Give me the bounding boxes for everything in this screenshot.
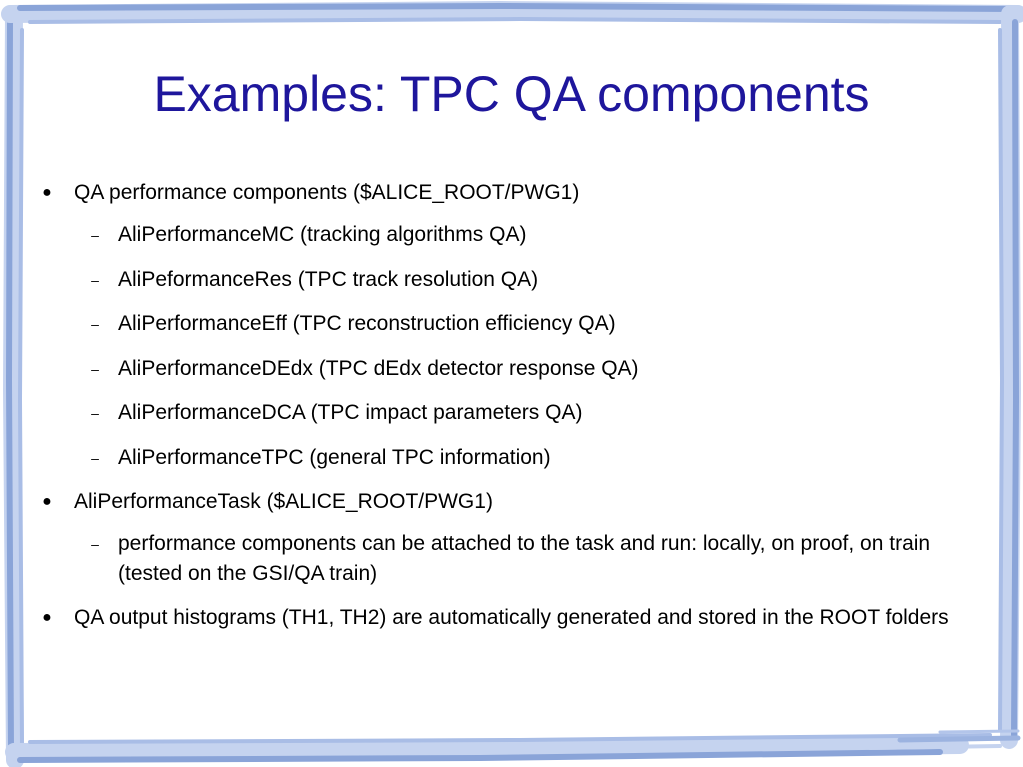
sub-bullet-text: AliPerformanceDCA (TPC impact parameters…	[118, 401, 583, 424]
dash-icon: –	[91, 360, 99, 377]
slide-content: ● QA performance components ($ALICE_ROOT…	[38, 178, 968, 633]
sub-bullet-text: performance components can be attached t…	[118, 531, 931, 585]
sub-bullet-item: – AliPerformanceMC (tracking algorithms …	[38, 220, 968, 250]
dash-icon: –	[91, 449, 99, 466]
sub-bullet-item: – AliPeformanceRes (TPC track resolution…	[38, 265, 968, 295]
sub-bullet-text: AliPerformanceDEdx (TPC dEdx detector re…	[118, 356, 639, 380]
bullet-item: ● AliPerformanceTask ($ALICE_ROOT/PWG1)	[38, 487, 968, 517]
sub-bullet-item: – AliPerformanceDCA (TPC impact paramete…	[38, 398, 968, 428]
sub-bullet-item: – performance components can be attached…	[38, 529, 968, 589]
bullet-item: ● QA performance components ($ALICE_ROOT…	[38, 178, 968, 208]
dash-icon: –	[91, 316, 99, 332]
sub-bullet-text: AliPerformanceTPC (general TPC informati…	[118, 445, 551, 469]
slide-title: Examples: TPC QA components	[153, 66, 870, 122]
bullet-dot-icon: ●	[42, 608, 52, 626]
dash-icon: –	[91, 405, 99, 421]
sub-bullet-item: – AliPerformanceEff (TPC reconstruction …	[38, 309, 968, 339]
sub-bullet-item: – AliPerformanceDEdx (TPC dEdx detector …	[38, 354, 968, 384]
bullet-text: AliPerformanceTask ($ALICE_ROOT/PWG1)	[74, 489, 493, 513]
bullet-dot-icon: ●	[42, 184, 52, 201]
sub-bullet-item: – AliPerformanceTPC (general TPC informa…	[38, 443, 968, 473]
sub-bullet-text: AliPerformanceMC (tracking algorithms QA…	[118, 223, 527, 246]
sub-bullet-text: AliPerformanceEff (TPC reconstruction ef…	[118, 312, 616, 335]
bullet-text: QA output histograms (TH1, TH2) are auto…	[74, 605, 949, 629]
bullet-text: QA performance components ($ALICE_ROOT/P…	[74, 181, 580, 204]
dash-icon: –	[91, 535, 99, 552]
dash-icon: –	[91, 271, 99, 288]
dash-icon: –	[91, 227, 99, 243]
sub-bullet-text: AliPeformanceRes (TPC track resolution Q…	[118, 267, 539, 291]
bullet-dot-icon: ●	[42, 492, 52, 510]
bullet-item: ● QA output histograms (TH1, TH2) are au…	[38, 603, 968, 633]
